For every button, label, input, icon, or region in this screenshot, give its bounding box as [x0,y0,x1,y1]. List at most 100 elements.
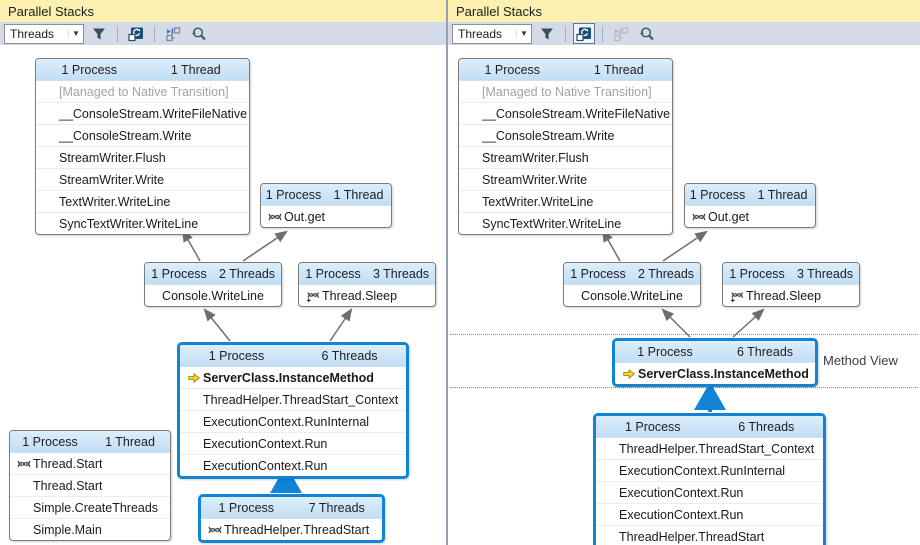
stack-frame-label: ExecutionContext.Run [203,458,328,473]
stack-frame[interactable]: Console.WriteLine [145,285,281,306]
panel-title-bar[interactable]: Parallel Stacks [0,0,446,22]
stack-frame[interactable]: Out.get [261,206,391,227]
stack-frame-label: Console.WriteLine [162,288,264,303]
stack-frame-label: ServerClass.InstanceMethod [638,366,809,381]
stack-frame-label: SyncTextWriter.WriteLine [59,216,199,231]
stack-box-out-get[interactable]: 1 Process 1 Thread Out.get [684,183,816,228]
toolbar-separator [565,25,566,42]
stack-frame[interactable]: __ConsoleStream.Write [36,124,249,146]
stack-frame[interactable]: ThreadHelper.ThreadStart [201,519,382,540]
stack-box-header: 1 Process 2 Threads [564,263,700,285]
stack-frame[interactable]: Thread.Start [10,453,170,474]
stack-frame[interactable]: Thread.Sleep [723,285,859,306]
stack-frame[interactable]: [Managed to Native Transition] [459,81,672,102]
stack-frame[interactable]: __ConsoleStream.Write [459,124,672,146]
autoscroll-current-frame-icon[interactable] [162,23,184,44]
process-count: 1 Process [61,62,118,77]
stack-frame[interactable]: TextWriter.WriteLine [459,190,672,212]
process-count: 1 Process [484,62,541,77]
view-mode-dropdown[interactable]: Threads ▼ [452,23,532,44]
threads-icon [201,523,224,537]
stack-frame[interactable]: ExecutionContext.RunInternal [596,459,823,481]
panel-title: Parallel Stacks [8,3,94,19]
stack-frame-label: [Managed to Native Transition] [482,84,652,99]
zoom-control-icon[interactable] [188,23,210,44]
autoscroll-current-frame-icon[interactable] [610,23,632,44]
stack-frame[interactable]: Thread.Start [10,474,170,496]
stack-box-callers[interactable]: 1 Process 6 Threads ThreadHelper.ThreadS… [593,413,826,545]
stack-graph-canvas: 1 Process 1 Thread [Managed to Native Tr… [448,45,920,545]
panel-title-bar[interactable]: Parallel Stacks [448,0,920,22]
stack-frame-label: ExecutionContext.Run [619,507,744,522]
stack-box-console-writeline[interactable]: 1 Process 2 Threads Console.WriteLine [563,262,701,307]
stack-frame-label: __ConsoleStream.WriteFileNative [482,106,671,121]
stack-box-header: 1 Process 3 Threads [723,263,859,285]
current-statement-icon [180,371,203,385]
stack-box-console-writeline[interactable]: 1 Process 2 Threads Console.WriteLine [144,262,282,307]
stack-frame[interactable]: __ConsoleStream.WriteFileNative [459,102,672,124]
stack-box-serverclass-current[interactable]: 1 Process 6 Threads ServerClass.Instance… [177,342,409,479]
stack-box-writeline-chain[interactable]: 1 Process 1 Thread [Managed to Native Tr… [35,58,250,235]
stack-frame[interactable]: ExecutionContext.Run [180,454,406,476]
stack-graph-canvas: 1 Process 1 Thread [Managed to Native Tr… [0,45,446,545]
stack-frame[interactable]: SyncTextWriter.WriteLine [459,212,672,234]
filter-icon[interactable] [88,23,110,44]
stack-frame[interactable]: ExecutionContext.Run [180,432,406,454]
stack-box-header: 1 Process 6 Threads [596,416,823,438]
stack-frame[interactable]: ServerClass.InstanceMethod [180,367,406,388]
stack-frame[interactable]: ExecutionContext.RunInternal [180,410,406,432]
method-view-label: Method View [823,353,898,368]
process-count: 1 Process [637,344,693,359]
stack-frame[interactable]: Thread.Sleep [299,285,435,306]
stack-frame[interactable]: [Managed to Native Transition] [36,81,249,102]
stack-frame[interactable]: ThreadHelper.ThreadStart [596,525,823,545]
stack-frame[interactable]: ExecutionContext.Run [596,503,823,525]
stack-frame-label: Out.get [284,209,325,224]
stack-box-header: 1 Process 1 Thread [459,59,672,81]
thread-count: 1 Thread [333,187,384,202]
stack-frame[interactable]: StreamWriter.Write [459,168,672,190]
stack-frame[interactable]: ExecutionContext.Run [596,481,823,503]
stack-box-threadstart[interactable]: 1 Process 7 Threads ThreadHelper.ThreadS… [198,494,385,543]
thread-count: 1 Thread [105,434,155,449]
stack-frame[interactable]: Console.WriteLine [564,285,700,306]
stack-frame[interactable]: Simple.Main [10,518,170,540]
process-count: 1 Process [570,266,626,281]
stack-frame[interactable]: ThreadHelper.ThreadStart_Context [596,438,823,459]
stack-box-serverclass-method[interactable]: 1 Process 6 Threads ServerClass.Instance… [612,338,818,387]
stack-frame[interactable]: StreamWriter.Flush [36,146,249,168]
view-mode-dropdown[interactable]: Threads ▼ [4,23,84,44]
method-view-toggle-icon[interactable] [573,23,595,44]
stack-box-thread-sleep[interactable]: 1 Process 3 Threads Thread.Sleep [722,262,860,307]
stack-frame-label: __ConsoleStream.Write [59,128,192,143]
stack-frame[interactable]: __ConsoleStream.WriteFileNative [36,102,249,124]
filter-icon[interactable] [536,23,558,44]
stack-frame-label: StreamWriter.Write [59,172,165,187]
stack-frame[interactable]: Out.get [685,206,815,227]
method-view-toggle-icon[interactable] [125,23,147,44]
stack-box-writeline-chain[interactable]: 1 Process 1 Thread [Managed to Native Tr… [458,58,673,235]
stack-box-thread-sleep[interactable]: 1 Process 3 Threads Thread.Sleep [298,262,436,307]
stack-frame-label: Simple.Main [33,522,102,537]
zoom-control-icon[interactable] [636,23,658,44]
stack-frame[interactable]: ServerClass.InstanceMethod [615,363,815,384]
method-view-separator [450,387,918,388]
stack-frame-label: ThreadHelper.ThreadStart_Context [203,392,399,407]
stack-frame[interactable]: StreamWriter.Write [36,168,249,190]
stack-box-out-get[interactable]: 1 Process 1 Thread Out.get [260,183,392,228]
toolbar: Threads ▼ [0,22,446,45]
thread-count: 1 Thread [757,187,808,202]
stack-frame[interactable]: TextWriter.WriteLine [36,190,249,212]
thread-count: 6 Threads [736,344,794,359]
stack-frame-label: ExecutionContext.RunInternal [619,463,786,478]
panel-stack-view: Parallel Stacks Threads ▼ [0,0,446,545]
stack-frame-label: ExecutionContext.Run [619,485,744,500]
stack-frame-label: __ConsoleStream.Write [482,128,615,143]
stack-frame[interactable]: StreamWriter.Flush [459,146,672,168]
stack-frame[interactable]: ThreadHelper.ThreadStart_Context [180,388,406,410]
panel-splitter[interactable] [446,0,448,545]
stack-frame[interactable]: Simple.CreateThreads [10,496,170,518]
stack-frame[interactable]: SyncTextWriter.WriteLine [36,212,249,234]
